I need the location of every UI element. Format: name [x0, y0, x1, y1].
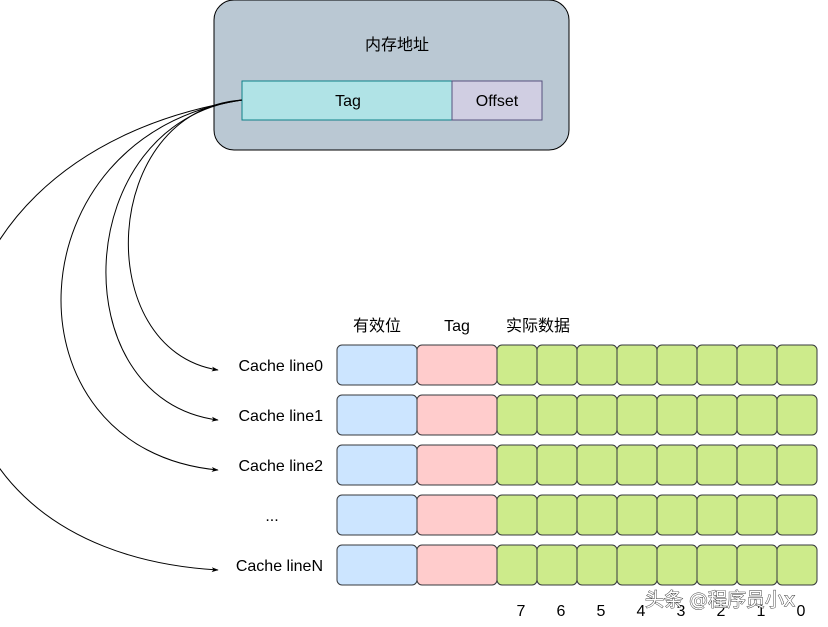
data-byte-cell	[736, 444, 778, 486]
byte-index-label: 5	[597, 603, 606, 620]
data-byte-cell	[616, 394, 658, 436]
mapping-arrow	[60, 99, 243, 472]
address-tag-label: Tag	[335, 93, 361, 110]
tag-cell	[416, 394, 498, 436]
data-byte-cell	[536, 394, 578, 436]
data-byte-cell	[616, 344, 658, 386]
data-byte-cell	[576, 544, 618, 586]
data-byte-cell	[776, 494, 818, 536]
valid-bit-cell	[336, 544, 418, 586]
address-offset-field	[451, 80, 543, 121]
address-offset-label: Offset	[476, 93, 519, 110]
data-byte-cell	[576, 444, 618, 486]
data-byte-cell	[576, 344, 618, 386]
tag-header: Tag	[444, 318, 470, 335]
mapping-arrow	[105, 99, 243, 422]
data-byte-cell	[736, 394, 778, 436]
valid-bit-cell	[336, 444, 418, 486]
valid-bit-header: 有效位	[353, 317, 401, 335]
data-byte-cell	[616, 444, 658, 486]
data-byte-cell	[656, 444, 698, 486]
cache-line-label: Cache line2	[239, 458, 324, 475]
data-byte-cell	[496, 344, 538, 386]
data-byte-cell	[536, 444, 578, 486]
cache-line-label: Cache line0	[239, 358, 324, 375]
byte-index-label: 1	[757, 603, 766, 620]
tag-cell	[416, 544, 498, 586]
data-byte-cell	[536, 494, 578, 536]
memory-address-panel: 内存地址 Tag Offset	[213, 0, 570, 151]
memory-address-title: 内存地址	[365, 36, 429, 54]
data-byte-cell	[736, 544, 778, 586]
address-tag-field	[241, 80, 453, 121]
byte-index-label: 0	[797, 603, 806, 620]
data-byte-cell	[696, 544, 738, 586]
data-byte-cell	[736, 494, 778, 536]
data-byte-cell	[496, 494, 538, 536]
data-byte-cell	[656, 394, 698, 436]
valid-bit-cell	[336, 494, 418, 536]
data-byte-cell	[696, 494, 738, 536]
data-byte-cell	[536, 344, 578, 386]
data-byte-cell	[656, 494, 698, 536]
mapping-arrows	[0, 99, 243, 573]
data-byte-cell	[696, 394, 738, 436]
byte-index-label: 2	[717, 603, 726, 620]
tag-cell	[416, 494, 498, 536]
cache-line-label: Cache lineN	[236, 558, 323, 575]
mapping-arrow	[0, 99, 243, 573]
data-byte-cell	[736, 344, 778, 386]
data-byte-cell	[616, 494, 658, 536]
data-byte-cell	[656, 344, 698, 386]
cache-line-label: Cache line1	[239, 408, 324, 425]
data-byte-cell	[776, 444, 818, 486]
data-byte-cell	[696, 344, 738, 386]
data-byte-cell	[656, 544, 698, 586]
byte-index-label: 4	[637, 603, 646, 620]
data-byte-cell	[696, 444, 738, 486]
cache-line-row: ...	[265, 494, 818, 536]
cache-line-row: Cache line0	[239, 344, 818, 386]
data-byte-cell	[496, 544, 538, 586]
data-byte-cell	[496, 444, 538, 486]
cache-line-row: Cache line2	[239, 444, 818, 486]
valid-bit-cell	[336, 344, 418, 386]
data-header: 实际数据	[506, 317, 570, 335]
cache-line-row: Cache line1	[239, 394, 818, 436]
data-byte-cell	[576, 394, 618, 436]
byte-index-row: 7 6 5 4 3 2 1 0	[517, 603, 806, 620]
memory-address-box	[213, 0, 570, 151]
data-byte-cell	[776, 394, 818, 436]
byte-index-label: 6	[557, 603, 566, 620]
valid-bit-cell	[336, 394, 418, 436]
data-byte-cell	[776, 344, 818, 386]
data-byte-cell	[496, 394, 538, 436]
watermark: 头条 @程序员小x	[645, 589, 795, 611]
byte-index-label: 3	[677, 603, 686, 620]
cache-line-row: Cache lineN	[236, 544, 818, 586]
data-byte-cell	[536, 544, 578, 586]
data-byte-cell	[616, 544, 658, 586]
tag-cell	[416, 444, 498, 486]
cache-column-headers: 有效位 Tag 实际数据	[353, 317, 570, 335]
data-byte-cell	[776, 544, 818, 586]
data-byte-cell	[576, 494, 618, 536]
tag-cell	[416, 344, 498, 386]
cache-line-label: ...	[265, 508, 278, 525]
byte-index-label: 7	[517, 603, 526, 620]
